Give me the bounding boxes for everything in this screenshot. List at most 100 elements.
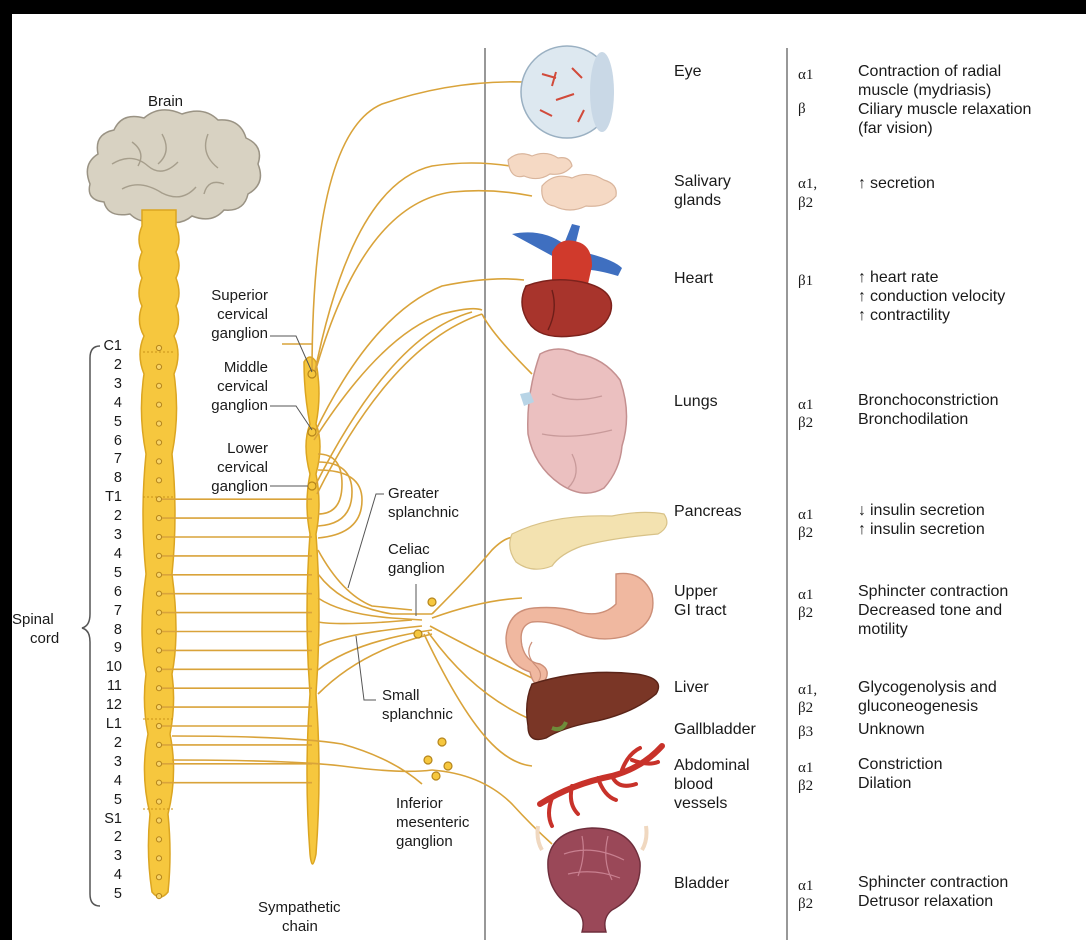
segment-dot: [156, 761, 161, 766]
arrow-down-icon: ↓: [858, 501, 870, 520]
blood-vessels-illustration: [540, 746, 662, 826]
effect-heart-3: ↑contractility: [858, 306, 950, 325]
segment-dot: [156, 723, 161, 728]
effect-bladder-1: Sphincter contraction: [858, 873, 1008, 892]
segment-label: 4: [96, 547, 122, 562]
salivary-glands-illustration: [508, 153, 616, 210]
effect-heart-1: ↑heart rate: [858, 268, 938, 287]
middle-ganglion-label-2: cervical: [184, 377, 268, 396]
organ-vessels-3: vessels: [674, 794, 727, 813]
effect-salivary-1: ↑secretion: [858, 174, 935, 193]
segment-label: 5: [96, 887, 122, 902]
lower-ganglion-label-1: Lower: [184, 439, 268, 458]
segment-label: 3: [96, 528, 122, 543]
superior-ganglion-label-2: cervical: [184, 305, 268, 324]
effect-text: insulin secretion: [870, 502, 985, 519]
receptor-gi-2: β2: [798, 604, 813, 623]
brain-illustration: [87, 110, 260, 223]
brain-label: Brain: [148, 92, 183, 111]
receptor-bladder-2: β2: [798, 895, 813, 914]
greater-splanchnic-label-2: splanchnic: [388, 503, 459, 522]
organ-liver: Liver: [674, 678, 709, 697]
segment-label: 12: [96, 698, 122, 713]
organ-pancreas: Pancreas: [674, 502, 742, 521]
segment-label: C1: [96, 339, 122, 354]
liver-illustration: [527, 672, 659, 739]
small-splanchnic-label-2: splanchnic: [382, 705, 453, 724]
effect-lungs-1: Bronchoconstriction: [858, 391, 999, 410]
organ-gi-2: GI tract: [674, 601, 726, 620]
segment-dot: [156, 648, 161, 653]
effect-bladder-2: Detrusor relaxation: [858, 892, 993, 911]
pancreas-illustration: [510, 512, 667, 569]
segment-label: 7: [96, 452, 122, 467]
segment-label: 10: [96, 660, 122, 675]
segment-label: 7: [96, 604, 122, 619]
spinal-cord-label-line2: cord: [30, 629, 59, 648]
segment-label: 4: [96, 396, 122, 411]
organ-heart: Heart: [674, 269, 713, 288]
organ-gi-1: Upper: [674, 582, 718, 601]
celiac-ganglion-label-1: Celiac: [388, 540, 430, 559]
segment-label: 5: [96, 566, 122, 581]
middle-ganglion-label-1: Middle: [184, 358, 268, 377]
receptor-lungs-1: α1: [798, 396, 813, 415]
effect-liver-1: Glycogenolysis and: [858, 678, 997, 697]
segment-dot: [156, 402, 161, 407]
arrow-up-icon: ↑: [858, 268, 870, 287]
lower-ganglion-label-2: cervical: [184, 458, 268, 477]
segment-dot: [156, 478, 161, 483]
effect-text: conduction velocity: [870, 288, 1005, 305]
receptor-vessels-1: α1: [798, 759, 813, 778]
effect-gallbladder-1: Unknown: [858, 720, 925, 739]
segment-dot: [156, 629, 161, 634]
effect-gi-3: motility: [858, 620, 908, 639]
receptor-pancreas-2: β2: [798, 524, 813, 543]
receptor-eye-1: α1: [798, 66, 813, 85]
segment-dot: [156, 894, 161, 899]
effect-pancreas-1: ↓insulin secretion: [858, 501, 985, 520]
segment-label: 6: [96, 434, 122, 449]
superior-ganglion-label-1: Superior: [184, 286, 268, 305]
segment-label: 6: [96, 585, 122, 600]
segment-dot: [156, 364, 161, 369]
segment-dot: [156, 686, 161, 691]
effect-text: secretion: [870, 175, 935, 192]
small-splanchnic-label-1: Small: [382, 686, 420, 705]
effect-eye-2: muscle (mydriasis): [858, 81, 991, 100]
effect-gi-2: Decreased tone and: [858, 601, 1002, 620]
effect-eye-3: Ciliary muscle relaxation: [858, 100, 1031, 119]
gi-tract-illustration: [506, 573, 653, 686]
inferior-mesenteric-label-2: mesenteric: [396, 813, 469, 832]
receptor-liver-1: α1,: [798, 681, 817, 700]
receptor-heart-1: β1: [798, 272, 813, 291]
sympathetic-chain-label-2: chain: [282, 917, 318, 936]
lungs-illustration: [520, 349, 627, 493]
celiac-ganglion-label-2: ganglion: [388, 559, 445, 578]
organ-salivary-1: Salivary: [674, 172, 731, 191]
segment-label: 2: [96, 358, 122, 373]
receptor-liver-2: β2: [798, 699, 813, 718]
effect-eye-4: (far vision): [858, 119, 933, 138]
receptor-gallbladder-1: β3: [798, 723, 813, 742]
segment-label: 8: [96, 623, 122, 638]
segment-label: S1: [96, 812, 122, 827]
receptor-gi-1: α1: [798, 586, 813, 605]
segment-label: 4: [96, 868, 122, 883]
segment-dot: [156, 345, 161, 350]
segment-dot: [156, 383, 161, 388]
arrow-up-icon: ↑: [858, 287, 870, 306]
receptor-pancreas-1: α1: [798, 506, 813, 525]
lower-ganglion-label-3: ganglion: [184, 477, 268, 496]
segment-label: 9: [96, 641, 122, 656]
segment-dot: [156, 799, 161, 804]
effect-heart-2: ↑conduction velocity: [858, 287, 1005, 306]
bladder-illustration: [538, 826, 647, 932]
segment-dot: [156, 534, 161, 539]
segment-dot: [156, 516, 161, 521]
inferior-mesenteric-label-3: ganglion: [396, 832, 453, 851]
segment-label: 2: [96, 736, 122, 751]
superior-ganglion-label-3: ganglion: [184, 324, 268, 343]
organ-vessels-1: Abdominal: [674, 756, 750, 775]
effect-liver-2: gluconeogenesis: [858, 697, 978, 716]
